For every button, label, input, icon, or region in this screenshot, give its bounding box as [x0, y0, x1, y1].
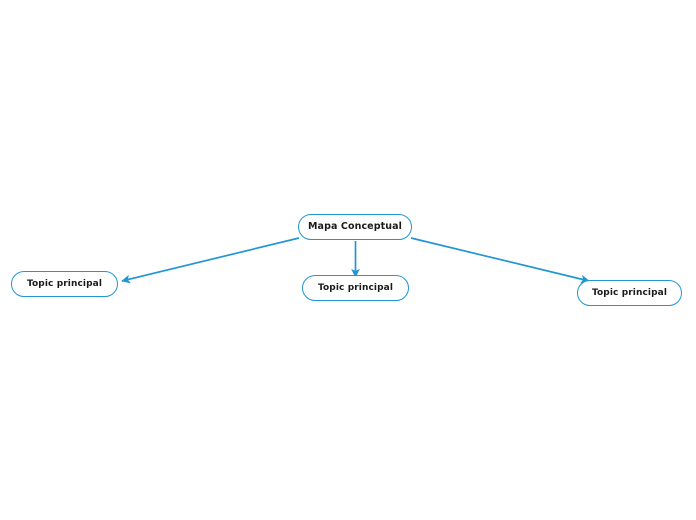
node-topic-principal-center[interactable]: Topic principal — [302, 275, 409, 301]
node-topic-principal-right[interactable]: Topic principal — [577, 280, 682, 306]
edge-root-to-child-2 — [410, 237, 590, 284]
node-topic-principal-center-label: Topic principal — [317, 282, 394, 293]
node-root-label: Mapa Conceptual — [308, 221, 402, 233]
node-topic-principal-left[interactable]: Topic principal — [11, 271, 118, 297]
node-topic-principal-left-label: Topic principal — [26, 278, 103, 289]
edge-root-to-child-0 — [121, 237, 300, 284]
node-root[interactable]: Mapa Conceptual — [298, 214, 412, 240]
node-topic-principal-right-label: Topic principal — [591, 287, 668, 298]
